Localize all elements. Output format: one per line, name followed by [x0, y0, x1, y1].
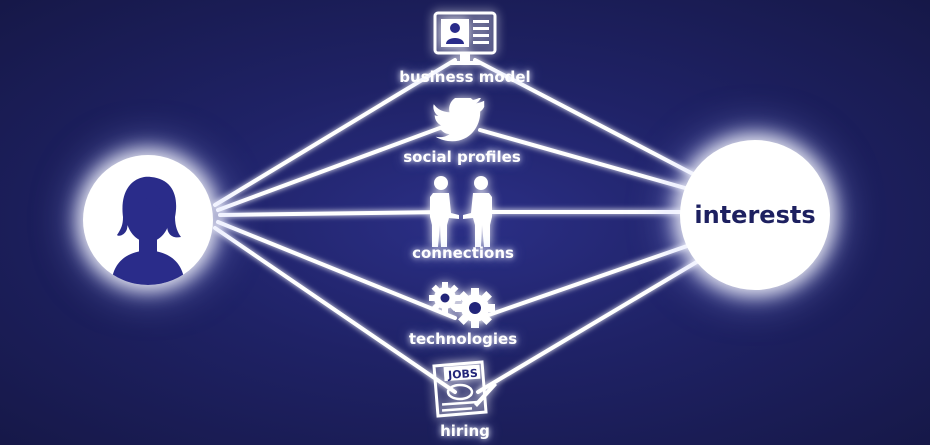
gears-icon: [425, 280, 497, 330]
jobs-text: JOBS: [447, 367, 479, 382]
node-label-business-model: business model: [399, 68, 531, 86]
node-label-technologies: technologies: [408, 330, 518, 348]
twitter-bird-icon: [432, 98, 488, 144]
business-profile-monitor-icon: [432, 10, 498, 68]
node-label-hiring: hiring: [440, 422, 490, 440]
interests-hub: interests: [680, 140, 830, 290]
node-label-social-profiles: social profiles: [403, 148, 521, 166]
person-avatar-icon: [111, 176, 185, 285]
node-label-connections: connections: [412, 244, 514, 262]
person-hub: [83, 155, 213, 285]
interests-label: interests: [694, 201, 816, 229]
handshake-icon: [425, 175, 497, 249]
jobs-newspaper-icon: JOBS: [430, 360, 498, 420]
